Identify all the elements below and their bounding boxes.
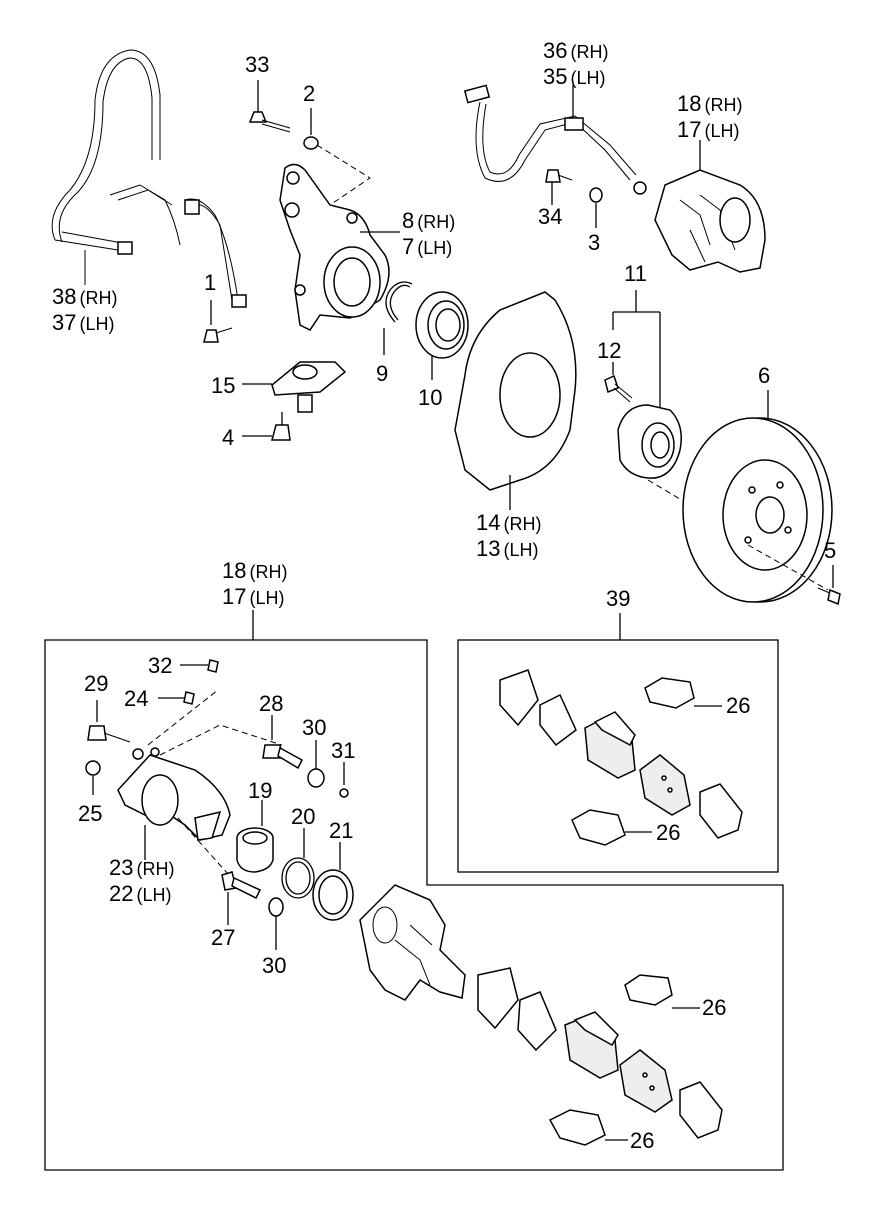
label-10: 10 <box>418 385 443 410</box>
label-8: 8(RH) <box>402 208 456 233</box>
label-39: 39 <box>606 586 631 611</box>
kit-clip-bottom <box>548 1109 628 1146</box>
padkit-clip-top <box>644 677 722 709</box>
piston-seal-20 <box>281 828 315 899</box>
label-29: 29 <box>84 671 109 696</box>
label-14: 14(RH) <box>476 510 542 535</box>
snap-ring-9 <box>383 281 413 355</box>
washer-2 <box>303 108 319 150</box>
padkit-pad-shim <box>699 783 743 839</box>
bleeder-screw-32 <box>180 659 219 673</box>
label-17-kit: 17(LH) <box>222 584 285 609</box>
kit-shim-inner <box>517 991 557 1052</box>
label-26-kit-bottom: 26 <box>630 1128 655 1153</box>
label-22: 22(LH) <box>109 881 172 906</box>
bleeder-cap-24 <box>158 691 195 705</box>
guide-pin-27 <box>177 817 262 925</box>
label-34: 34 <box>538 204 563 229</box>
label-18-kit: 18(RH) <box>222 558 288 583</box>
label-37: 37(LH) <box>52 310 115 335</box>
bolt-33 <box>248 80 291 133</box>
label-3: 3 <box>588 230 601 255</box>
label-15: 15 <box>211 373 236 398</box>
washer-3 <box>589 187 603 228</box>
bolt-1 <box>203 300 233 343</box>
label-30-bottom: 30 <box>262 953 287 978</box>
label-21: 21 <box>329 818 354 843</box>
dust-boot-21 <box>312 842 354 921</box>
kit-clip-top <box>624 974 700 1009</box>
label-28: 28 <box>259 691 284 716</box>
pin-boot-30a <box>307 740 325 788</box>
label-36: 36(RH) <box>543 38 609 63</box>
label-30-top: 30 <box>302 715 327 740</box>
brake-hose <box>463 84 647 195</box>
bolt-4 <box>242 412 291 441</box>
label-35: 35(LH) <box>543 64 606 89</box>
padkit-pad-inner <box>584 711 636 779</box>
bolt-29 <box>87 700 131 743</box>
label-19: 19 <box>248 778 273 803</box>
wheel-speed-sensor <box>51 49 247 308</box>
kit-pad-outer <box>619 1049 673 1113</box>
padkit-clip-bottom <box>571 809 652 846</box>
padkit-pad-outer <box>639 754 691 816</box>
label-7: 7(LH) <box>402 234 453 259</box>
ball-joint-15 <box>242 361 347 413</box>
pin-boot-30b <box>268 897 284 950</box>
caliper-housing <box>117 689 283 860</box>
wheel-bearing-10 <box>415 291 469 380</box>
guide-pin-28 <box>262 715 303 770</box>
label-33: 33 <box>245 52 270 77</box>
hub-bolt-12 <box>604 362 633 403</box>
kit-pad-shim <box>679 1081 723 1139</box>
label-26-padkit-top: 26 <box>726 693 751 718</box>
dust-shield <box>454 291 577 510</box>
label-1: 1 <box>204 270 217 295</box>
label-4: 4 <box>222 425 235 450</box>
label-20: 20 <box>291 804 316 829</box>
piston-19 <box>236 800 274 873</box>
label-26-padkit-bottom: 26 <box>656 820 681 845</box>
label-23: 23(RH) <box>109 855 175 880</box>
label-25: 25 <box>78 801 103 826</box>
label-31: 31 <box>331 738 356 763</box>
label-12: 12 <box>597 338 622 363</box>
kit-shim-outer <box>477 967 519 1030</box>
caliper-carrier <box>359 884 466 1001</box>
caliper-assembly-top <box>654 140 766 273</box>
brake-disc-6 <box>682 390 833 603</box>
label-6: 6 <box>758 363 771 388</box>
cap-25 <box>85 760 101 795</box>
pad-kit-frame <box>457 639 779 873</box>
label-11: 11 <box>624 261 647 286</box>
wheel-hub <box>617 404 691 506</box>
label-18-top: 18(RH) <box>677 91 743 116</box>
label-13: 13(LH) <box>476 536 539 561</box>
bolt-5 <box>817 565 841 606</box>
caliper-kit-frame <box>44 639 784 1171</box>
label-17-top: 17(LH) <box>677 117 740 142</box>
steering-knuckle <box>279 144 400 331</box>
cap-31 <box>339 762 349 798</box>
label-2: 2 <box>303 81 316 106</box>
label-26-kit-top: 26 <box>702 995 727 1020</box>
bolt-34 <box>545 169 573 205</box>
label-27: 27 <box>211 925 236 950</box>
label-9: 9 <box>376 361 389 386</box>
label-24: 24 <box>124 686 149 711</box>
label-5: 5 <box>824 538 837 563</box>
padkit-shim-outer <box>499 669 539 727</box>
kit-pad-inner <box>564 1011 619 1079</box>
label-32: 32 <box>148 653 173 678</box>
hub-leader-11 <box>612 290 661 410</box>
padkit-shim-inner <box>539 693 577 747</box>
label-38: 38(RH) <box>52 284 118 309</box>
